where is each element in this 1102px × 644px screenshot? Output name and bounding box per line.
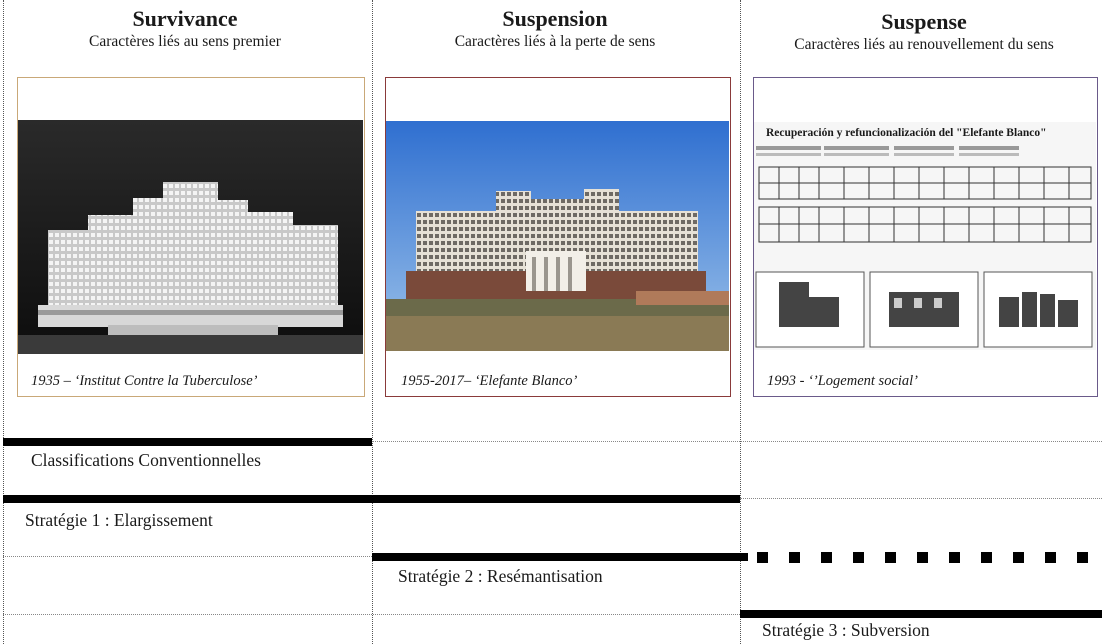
- column-header-survivance: Survivance Caractères liés au sens premi…: [20, 6, 350, 52]
- dash-marker: [1077, 552, 1088, 563]
- dash-marker: [821, 552, 832, 563]
- column-header-suspension: Suspension Caractères liés à la perte de…: [380, 6, 730, 52]
- column-subtitle: Caractères liés au renouvellement du sen…: [794, 36, 1054, 53]
- dash-marker: [981, 552, 992, 563]
- column-subtitle: Caractères liés à la perte de sens: [454, 33, 656, 50]
- column-title: Survivance: [132, 6, 238, 31]
- dash-marker: [885, 552, 896, 563]
- row-guide-line: [372, 441, 1102, 442]
- caption-1993: 1993 - ‘’Logement social’: [767, 373, 919, 389]
- bar-classifications: [3, 438, 372, 446]
- bar-strategie-3: [740, 610, 1102, 618]
- label-classifications: Classifications Conventionnelles: [31, 450, 261, 470]
- dash-marker: [757, 552, 768, 563]
- photo-elefante-blanco: [386, 121, 729, 351]
- column-divider-1: [372, 0, 373, 644]
- card-suspension: 1955-2017– ‘Elefante Blanco’: [385, 77, 731, 397]
- column-title: Suspension: [502, 6, 608, 31]
- label-strategie-3: Stratégie 3 : Subversion: [762, 620, 930, 640]
- dash-marker: [917, 552, 928, 563]
- row-guide-line: [3, 556, 372, 557]
- plan-document: Recuperación y refuncionalización del "E…: [754, 122, 1096, 350]
- caption-1935: 1935 – ‘Institut Contre la Tuberculose’: [31, 373, 258, 389]
- card-survivance: 1935 – ‘Institut Contre la Tuberculose’: [17, 77, 365, 397]
- photo-1935-model: [18, 120, 363, 354]
- row-guide-line: [3, 614, 740, 615]
- caption-1955-2017: 1955-2017– ‘Elefante Blanco’: [401, 373, 578, 389]
- bar-strategie-1: [3, 495, 740, 503]
- dash-marker: [1045, 552, 1056, 563]
- dash-marker: [949, 552, 960, 563]
- card-suspense: Recuperación y refuncionalización del "E…: [753, 77, 1098, 397]
- dash-marker: [789, 552, 800, 563]
- label-strategie-2: Stratégie 2 : Resémantisation: [398, 566, 603, 586]
- dash-marker: [853, 552, 864, 563]
- column-header-suspense: Suspense Caractères liés au renouvelleme…: [748, 9, 1100, 55]
- row-guide-line: [740, 498, 1102, 499]
- column-divider-left: [3, 0, 4, 644]
- column-title: Suspense: [881, 9, 967, 34]
- plan-title: Recuperación y refuncionalización del "E…: [766, 127, 1047, 139]
- column-subtitle: Caractères liés au sens premier: [89, 33, 281, 50]
- dash-marker: [1013, 552, 1024, 563]
- bar-strategie-2: [372, 553, 748, 561]
- column-divider-2: [740, 0, 741, 644]
- label-strategie-1: Stratégie 1 : Elargissement: [25, 510, 213, 530]
